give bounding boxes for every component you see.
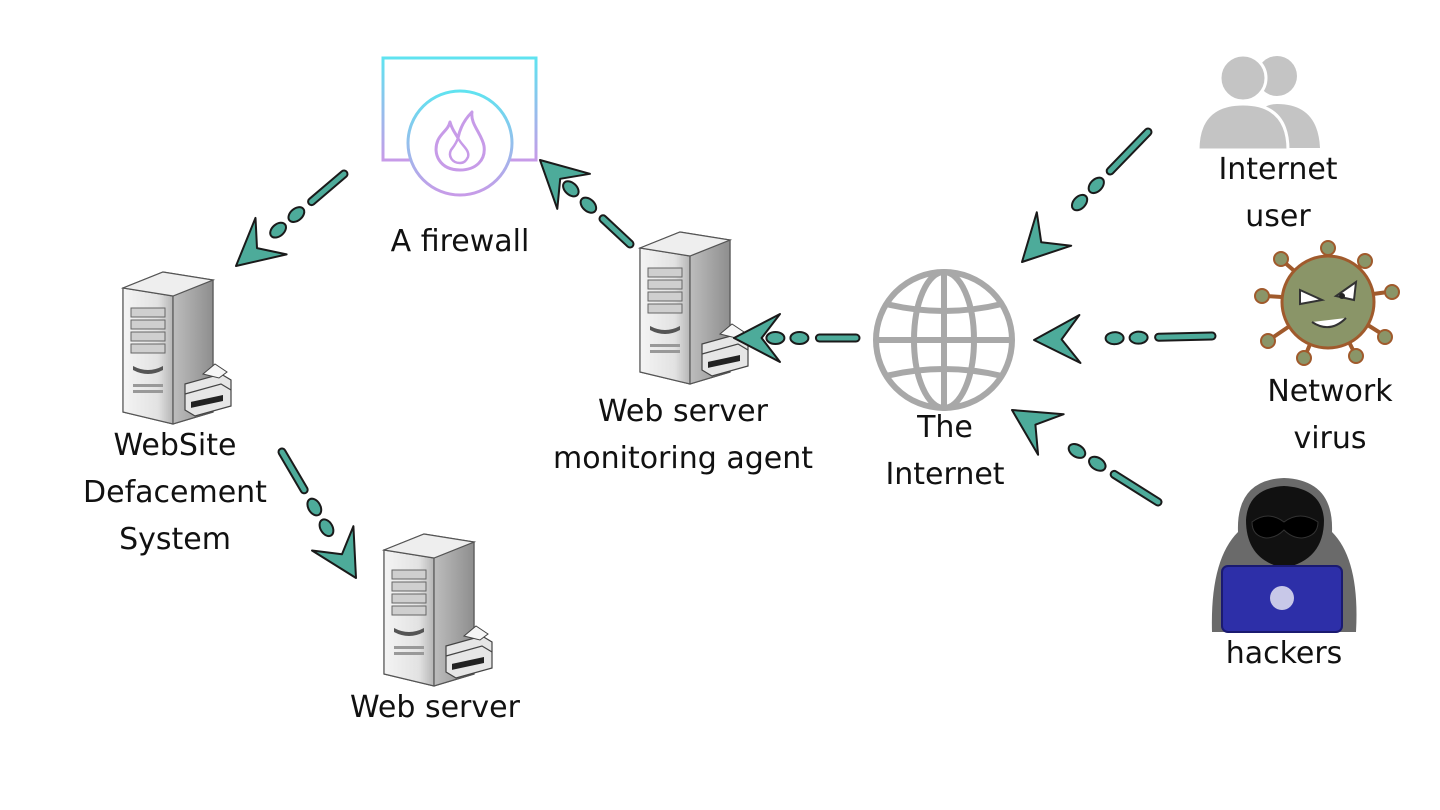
server-icon xyxy=(383,533,493,687)
virus-icon xyxy=(1254,240,1400,366)
web-server-label: Web server xyxy=(350,690,520,725)
globe-icon xyxy=(873,269,1015,411)
wds-label: WebSite Defacement System xyxy=(83,428,267,557)
edge-arrow-agent-to-firewall xyxy=(539,159,635,249)
internet-label: The Internet xyxy=(885,410,1005,492)
edge-arrow-hackers-to-internet xyxy=(1011,409,1163,507)
edge-arrow-firewall-to-wds xyxy=(235,169,349,267)
server-icon xyxy=(639,231,749,385)
edge-arrow-wds-to-web_server xyxy=(277,447,357,579)
edge-arrow-internet-to-agent xyxy=(733,313,861,363)
network-virus-label: Network virus xyxy=(1267,374,1393,456)
hackers-label: hackers xyxy=(1225,636,1343,671)
edge-arrow-internet_user-to-internet xyxy=(1021,127,1153,263)
firewall-label: A firewall xyxy=(390,224,530,259)
users-icon xyxy=(1196,53,1320,152)
server-icon xyxy=(122,271,232,425)
agent-label: Web server monitoring agent xyxy=(553,394,813,476)
firewall-icon xyxy=(381,56,538,197)
edge-arrow-network_virus-to-internet xyxy=(1033,314,1217,364)
internet-user-label: Internet user xyxy=(1218,152,1338,234)
hacker-icon xyxy=(1211,478,1357,633)
